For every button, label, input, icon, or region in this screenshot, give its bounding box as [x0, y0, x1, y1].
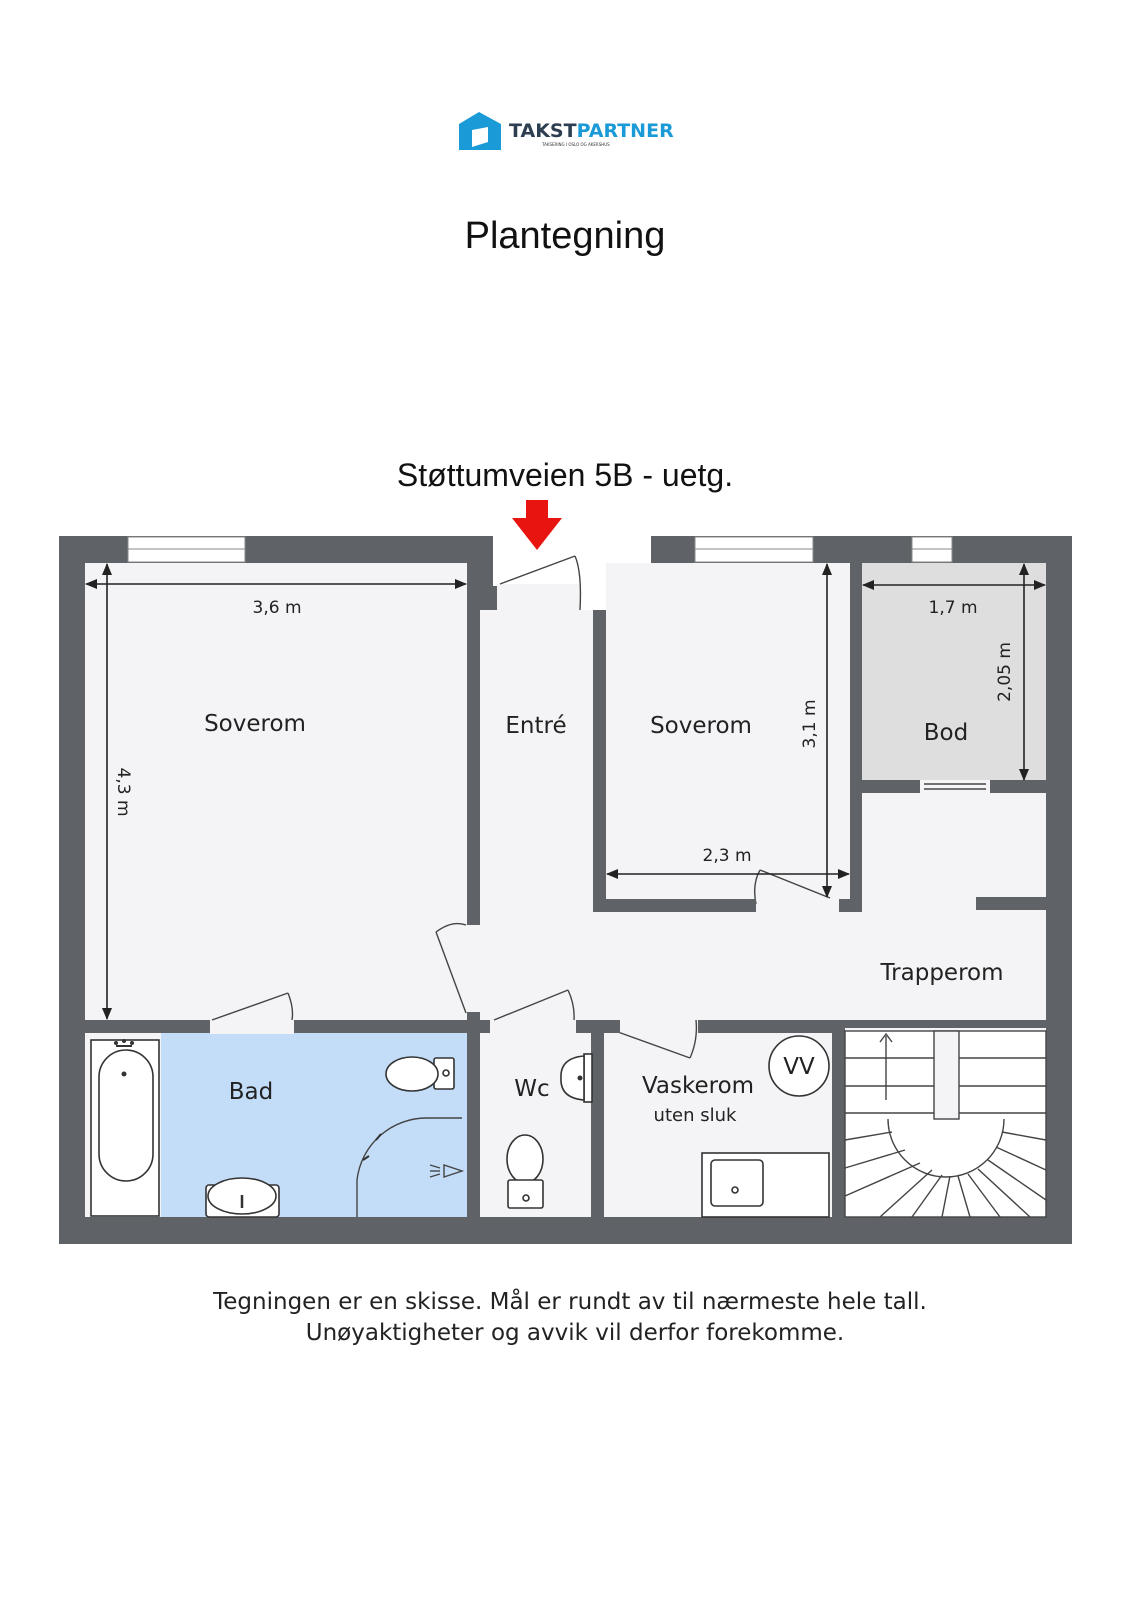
entrance-arrow-icon [512, 500, 562, 550]
disclaimer-line-2: Unøyaktigheter og avvik vil derfor forek… [306, 1320, 844, 1346]
wc-sink-icon [560, 1053, 593, 1103]
dim-soverom-1-width: 3,6 m [253, 598, 302, 618]
dim-soverom-2-width: 2,3 m [703, 846, 752, 866]
brand-name: TAKSTPARTNER [509, 120, 674, 142]
room-label-vaskerom: Vaskerom [642, 1073, 754, 1099]
floor-hallway [480, 912, 1046, 1020]
room-label-soverom-2: Soverom [650, 713, 752, 739]
interior-walls [85, 563, 1046, 1217]
staircase [844, 1030, 1047, 1218]
floor-soverom-1 [85, 563, 467, 1020]
windows [127, 536, 953, 563]
dimension-lines [85, 563, 1046, 1020]
room-label-entre: Entré [505, 713, 566, 739]
room-label-bad: Bad [229, 1079, 273, 1105]
dim-bod-depth: 2,05 m [995, 642, 1015, 702]
floor-bod [862, 563, 1046, 780]
disclaimer-line-1: Tegningen er en skisse. Mål er rundt av … [212, 1287, 927, 1315]
wc-toilet-icon [506, 1134, 544, 1209]
laundry-sink-icon [701, 1152, 830, 1218]
dim-soverom-1-depth: 4,3 m [113, 768, 133, 817]
water-heater-icon [768, 1035, 830, 1097]
room-label-soverom-1: Soverom [204, 711, 306, 737]
plan-title: Støttumveien 5B - uetg. [397, 457, 733, 493]
floor-soverom-2 [606, 563, 850, 899]
bathtub-icon [90, 1039, 160, 1217]
water-heater-label: VV [783, 1054, 815, 1080]
shower-icon [356, 1117, 465, 1217]
sink-icon [205, 1177, 280, 1218]
room-label-trapperom: Trapperom [880, 960, 1004, 986]
dim-soverom-2-depth: 3,1 m [800, 700, 820, 749]
toilet-icon [385, 1056, 455, 1092]
brand-tagline: TAKSERING I OSLO OG AKERSHUS [541, 142, 610, 147]
page-title: Plantegning [465, 215, 666, 257]
takstpartner-logo: TAKSTPARTNER TAKSERING I OSLO OG AKERSHU… [459, 112, 674, 150]
room-note-vaskerom: uten sluk [654, 1105, 737, 1126]
room-label-wc: Wc [514, 1076, 549, 1102]
doors [210, 555, 990, 1059]
room-label-bod: Bod [924, 720, 968, 746]
dim-bod-width: 1,7 m [929, 598, 978, 618]
